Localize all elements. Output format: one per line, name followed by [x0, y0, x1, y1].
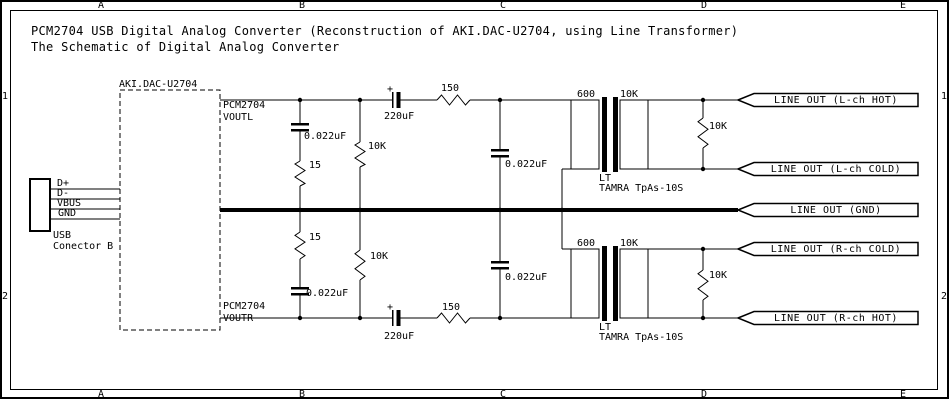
zone-col-b-top: B	[298, 0, 306, 11]
zone-col-a-top: A	[97, 0, 105, 11]
l-xfmr-name: TAMRA TpAs-10S	[599, 183, 684, 194]
usb-pin-dminus-label: D-	[57, 188, 70, 199]
zone-row-1-right: 1	[940, 91, 948, 102]
line-out-l-hot-label: LINE OUT (L-ch HOT)	[774, 95, 898, 106]
r-transformer	[570, 246, 649, 321]
r-coupling-cap-value: 220uF	[384, 331, 415, 342]
l-secondary-resistor-value: 10K	[709, 121, 728, 132]
r-secondary-resistor-value: 10K	[709, 270, 728, 281]
l-coupling-cap-value: 220uF	[384, 111, 415, 122]
zone-col-e-top: E	[899, 0, 907, 11]
zone-col-b-bottom: B	[298, 389, 306, 400]
l-xfmr-ref: LT	[599, 173, 612, 184]
r-series-resistor	[436, 312, 471, 324]
voutl-pin-label: VOUTL	[223, 112, 254, 123]
zone-col-c-top: C	[499, 0, 507, 11]
r-coupling-cap-polarity: +	[387, 302, 394, 313]
l-coupling-cap	[391, 92, 401, 108]
sheet-title: PCM2704 USB Digital Analog Converter (Re…	[31, 24, 739, 38]
dac-module-box	[119, 89, 221, 331]
l-load-resistor-value: 10K	[368, 141, 387, 152]
sheet-subtitle: The Schematic of Digital Analog Converte…	[31, 40, 340, 54]
r-channel-wires	[220, 210, 738, 319]
usb-pin-dplus-label: D+	[57, 178, 70, 189]
l-xfmr-secondary-value: 10K	[620, 89, 639, 100]
l-filter-cap2-value: 0.022uF	[505, 159, 548, 170]
line-out-l-hot-flag	[736, 92, 919, 108]
l-filter-cap-2	[491, 148, 509, 158]
l-channel-wires	[220, 99, 738, 210]
line-out-l-cold-label: LINE OUT (L-ch COLD)	[770, 164, 902, 175]
usb-pin-vbus-label: VBUS	[57, 198, 82, 209]
r-filter-cap1-value: 0.022uF	[306, 288, 349, 299]
line-out-l-cold-flag	[736, 161, 919, 177]
line-out-r-cold-label: LINE OUT (R-ch COLD)	[770, 244, 902, 255]
zone-col-e-bottom: E	[899, 389, 907, 400]
r-xfmr-name: TAMRA TpAs-10S	[599, 332, 684, 343]
l-filter-cap-1	[291, 122, 309, 132]
r-series-resistor-value: 150	[442, 302, 461, 313]
usb-connector-symbol	[29, 178, 120, 232]
r-xfmr-primary-value: 600	[577, 238, 596, 249]
voutl-chip-label: PCM2704	[223, 100, 266, 111]
dac-module-name: AKI.DAC-U2704	[119, 79, 198, 90]
zone-col-d-bottom: D	[700, 389, 708, 400]
zone-row-1-left: 1	[1, 91, 9, 102]
r-xfmr-secondary-value: 10K	[620, 238, 639, 249]
l-secondary-resistor	[697, 117, 709, 149]
usb-pin-gnd-label: GND	[58, 208, 77, 219]
r-coupling-cap	[391, 310, 401, 326]
zone-row-2-left: 2	[1, 291, 9, 302]
line-out-gnd-flag	[736, 202, 919, 218]
r-load-resistor-value: 10K	[370, 251, 389, 262]
zone-col-d-top: D	[700, 0, 708, 11]
r-filter-cap-1	[291, 286, 309, 296]
line-out-r-hot-flag	[736, 310, 919, 326]
r-secondary-resistor	[697, 269, 709, 301]
zone-row-2-right: 2	[940, 291, 948, 302]
line-out-r-hot-label: LINE OUT (R-ch HOT)	[774, 313, 898, 324]
r-filter-cap-2	[491, 260, 509, 270]
usb-name-line2: Conector B	[53, 241, 114, 252]
l-series-resistor-value: 150	[441, 83, 460, 94]
zone-col-a-bottom: A	[97, 389, 105, 400]
l-series-resistor	[436, 94, 471, 106]
voutr-pin-label: VOUTR	[223, 313, 254, 324]
l-load-resistor	[354, 141, 367, 168]
r-load-resistor	[354, 249, 366, 281]
l-coupling-cap-polarity: +	[387, 84, 394, 95]
zone-col-c-bottom: C	[499, 389, 507, 400]
l-damp-resistor	[294, 160, 307, 187]
l-filter-cap1-value: 0.022uF	[304, 131, 347, 142]
line-out-r-cold-flag	[736, 241, 919, 257]
r-damp-resistor	[294, 231, 306, 260]
l-transformer	[570, 97, 649, 172]
l-xfmr-primary-value: 600	[577, 89, 596, 100]
voutr-chip-label: PCM2704	[223, 301, 266, 312]
line-out-gnd-label: LINE OUT (GND)	[790, 205, 882, 216]
junction-dots	[297, 97, 706, 321]
r-filter-cap2-value: 0.022uF	[505, 272, 548, 283]
l-damp-resistor-value: 15	[309, 160, 322, 171]
r-xfmr-ref: LT	[599, 322, 612, 333]
usb-name-line1: USB	[53, 230, 72, 241]
r-damp-resistor-value: 15	[309, 232, 322, 243]
